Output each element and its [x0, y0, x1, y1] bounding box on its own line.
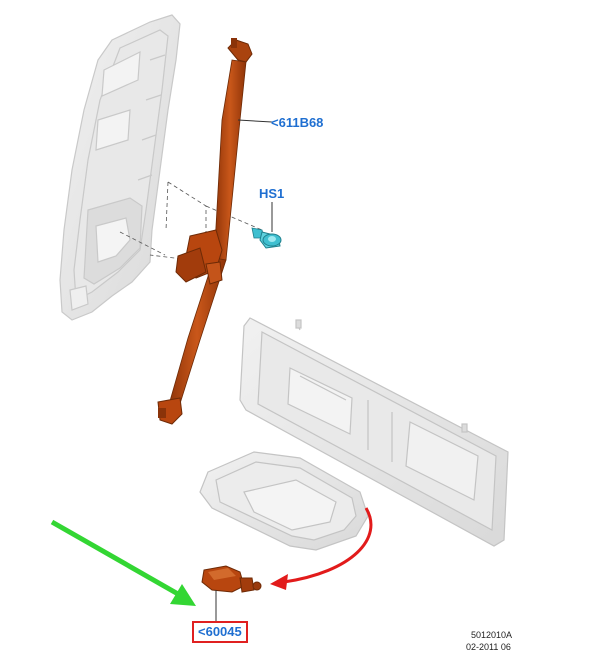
- callout-bolt-hs1[interactable]: HS1: [259, 186, 285, 201]
- seat-belt-assembly: [157, 38, 273, 425]
- pillar-trim-panel: [59, 14, 181, 321]
- bolt-hs1: [251, 202, 282, 249]
- figure-date: 02-2011 06: [466, 642, 511, 652]
- seat-back-panel: [239, 317, 509, 547]
- callout-buckle-highlighted[interactable]: <60045: [192, 621, 248, 643]
- red-direction-arrow: [270, 507, 373, 590]
- figure-code: 5012010A: [471, 630, 513, 640]
- seat-cushion: [199, 451, 369, 551]
- buckle-part: [201, 565, 262, 622]
- callout-seat-belt-assembly[interactable]: <611B68: [271, 115, 324, 130]
- green-pointer-arrow: [50, 519, 196, 606]
